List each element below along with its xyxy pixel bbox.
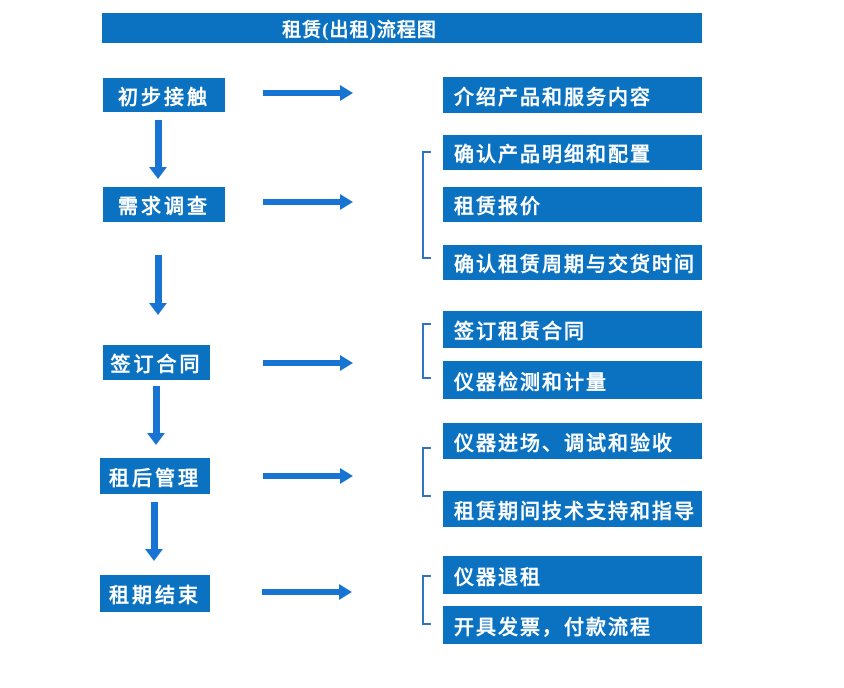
stage-box-demand-survey: 需求调查 — [103, 187, 225, 222]
output-box-instrument-testing: 仪器检测和计量 — [443, 361, 702, 399]
stage-box-rental-end: 租期结束 — [100, 575, 210, 612]
stage-box-initial-contact: 初步接触 — [103, 78, 225, 112]
flow-arrow-down-2-icon — [149, 255, 167, 315]
flow-arrow-down-3-icon — [147, 386, 165, 445]
output-box-sign-rental-contract: 签订租赁合同 — [443, 311, 702, 348]
output-box-instrument-return: 仪器退租 — [443, 556, 702, 594]
output-box-confirm-period-delivery: 确认租赁周期与交货时间 — [443, 245, 702, 280]
output-box-instrument-setup-acceptance: 仪器进场、调试和验收 — [443, 423, 702, 459]
flow-arrow-down-4-icon — [145, 502, 163, 561]
flow-arrow-right-3-icon — [263, 355, 353, 371]
group-bracket-demand-survey — [422, 151, 431, 259]
flow-arrow-down-1-icon — [149, 120, 167, 179]
flowchart-title: 租赁(出租)流程图 — [282, 19, 437, 41]
flow-arrow-right-1-icon — [263, 85, 353, 101]
flow-arrow-right-4-icon — [263, 468, 353, 484]
stage-box-sign-contract: 签订合同 — [103, 345, 210, 380]
group-bracket-sign-contract — [422, 323, 431, 379]
flow-arrow-right-5-icon — [262, 584, 352, 600]
output-box-confirm-product-details: 确认产品明细和配置 — [443, 135, 702, 170]
output-box-invoice-payment: 开具发票，付款流程 — [443, 606, 702, 644]
flowchart-title-bar: 租赁(出租)流程图 — [102, 13, 702, 43]
output-box-introduce-products: 介绍产品和服务内容 — [443, 77, 702, 113]
output-box-rental-tech-support: 租赁期间技术支持和指导 — [443, 491, 702, 527]
output-box-rental-quote: 租赁报价 — [443, 187, 702, 222]
stage-box-post-rental-management: 租后管理 — [100, 458, 210, 494]
flow-arrow-right-2-icon — [263, 194, 353, 210]
group-bracket-rental-end — [422, 575, 431, 625]
group-bracket-post-rental-management — [422, 447, 431, 497]
